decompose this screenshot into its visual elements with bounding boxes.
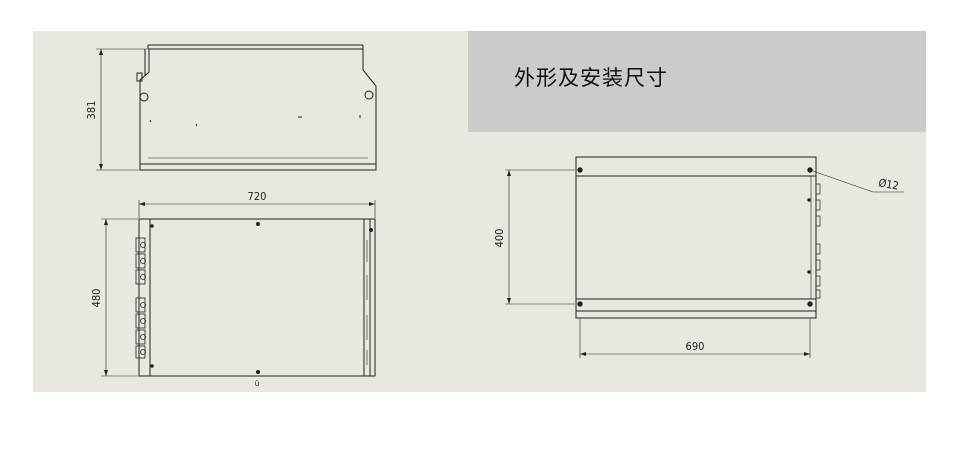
top-view [101, 200, 376, 377]
top-depth-label: 480 [90, 289, 103, 308]
mount-height-label: 400 [493, 229, 506, 248]
front-height-label: 381 [85, 101, 98, 120]
mount-width-label: 690 [686, 340, 705, 353]
title-banner [468, 31, 926, 132]
front-view [96, 44, 377, 171]
top-width-label: 720 [248, 190, 267, 203]
page-title: 外形及安装尺寸 [514, 66, 668, 90]
mount-view [505, 156, 904, 358]
bottom-mark: ü [255, 379, 260, 388]
hole-diameter-label: Ø12 [877, 176, 899, 192]
